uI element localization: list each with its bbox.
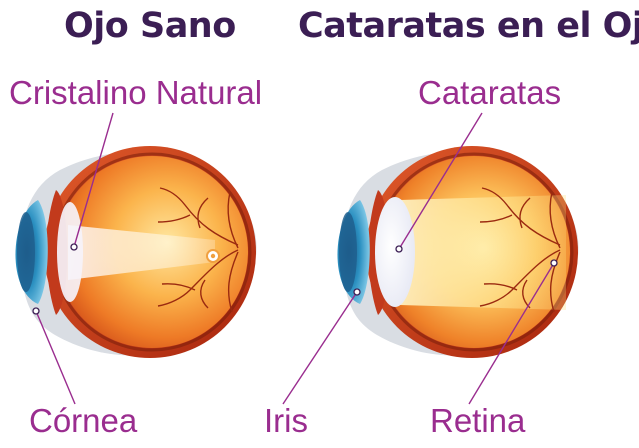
light-beam xyxy=(400,195,566,310)
label-cornea: Córnea xyxy=(29,402,138,439)
pointer-iris xyxy=(282,291,358,405)
cataract-eye-title: Cataratas en el Ojo xyxy=(298,6,639,46)
label-retina: Retina xyxy=(430,402,526,439)
light-beam xyxy=(68,225,215,280)
pointer-lens xyxy=(73,112,114,248)
label-natural-lens: Cristalino Natural xyxy=(9,74,263,111)
healthy-eye-title: Ojo Sano xyxy=(64,6,236,46)
healthy-eye xyxy=(15,146,257,358)
label-iris: Iris xyxy=(264,402,308,439)
pointer-lines xyxy=(35,112,555,405)
pointer-cornea xyxy=(35,310,76,405)
cataract-eye xyxy=(337,146,579,358)
cataract-lens xyxy=(375,197,415,307)
pointer-cataract xyxy=(398,112,483,250)
natural-lens xyxy=(57,202,83,302)
pointer-retina xyxy=(468,262,555,405)
label-cataract: Cataratas xyxy=(418,74,562,111)
retina-vessels xyxy=(157,187,239,313)
pointer-dots xyxy=(32,243,558,315)
